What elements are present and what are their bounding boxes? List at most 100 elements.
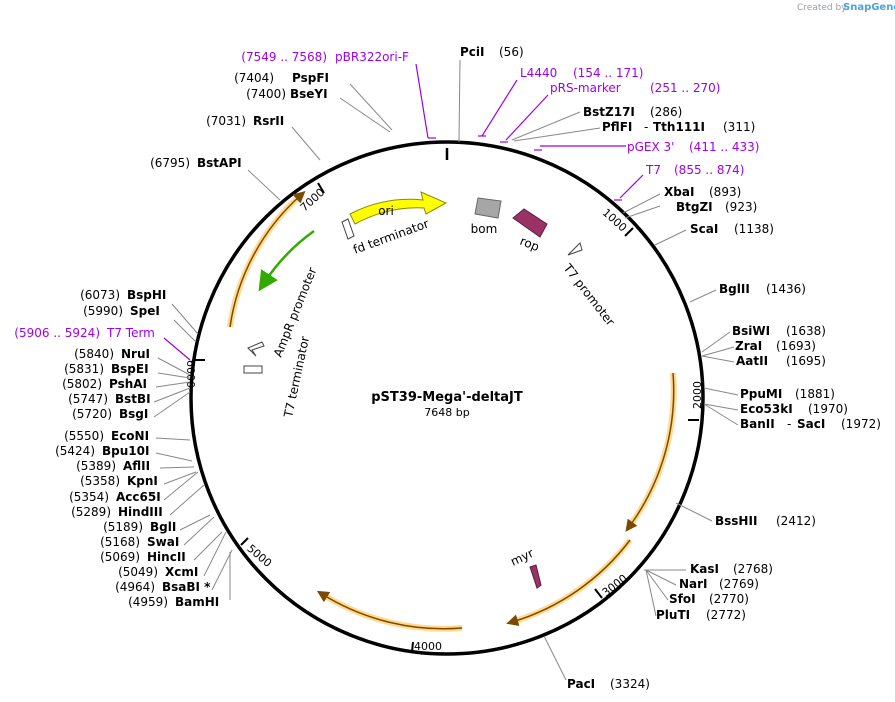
primer-prs-marker[interactable]: pRS-marker <box>550 81 621 95</box>
primer-t7[interactable]: T7 <box>645 163 661 177</box>
site-pos-scai: (1138) <box>734 222 774 236</box>
site-pflfi[interactable]: PflFI <box>602 120 632 134</box>
site-pshai[interactable]: PshAI <box>109 377 147 391</box>
site-aflii[interactable]: AflII <box>123 459 150 473</box>
site-pos-pspfi: (7404) <box>234 71 274 85</box>
t7-promoter-arrow <box>567 242 583 256</box>
site-pos-bsabi: (4964) <box>115 580 155 594</box>
site-bstbi[interactable]: BstBI <box>115 392 151 406</box>
site-eco53ki[interactable]: Eco53kI <box>740 402 793 416</box>
site-kpni[interactable]: KpnI <box>127 474 158 488</box>
snapgene-logo: SnapGene <box>843 2 895 13</box>
site-pos-pluti: (2772) <box>706 608 746 622</box>
bom-feature[interactable]: bom <box>471 197 502 236</box>
site-bspei[interactable]: BspEI <box>111 362 149 376</box>
site-bseyi[interactable]: BseYI <box>290 87 328 101</box>
sites-right: PciI (56) BstZ17I (286) PflFI - Tth111I … <box>460 45 881 691</box>
primer-l4440[interactable]: L4440 <box>520 66 557 80</box>
site-bpu10i[interactable]: Bpu10I <box>102 444 149 458</box>
primer-t7-term[interactable]: T7 Term <box>106 326 155 340</box>
primer-range-pbr322ori-f: (7549 .. 7568) <box>241 50 327 64</box>
site-pos-rsrii: (7031) <box>206 114 246 128</box>
fd-terminator-label: fd terminator <box>351 216 430 256</box>
site-ppumi[interactable]: PpuMI <box>740 387 782 401</box>
site-pos-nrui: (5840) <box>74 347 114 361</box>
primer-pbr322ori-f[interactable]: pBR322ori-F <box>335 50 409 64</box>
t7-promoter-label: T7 promoter <box>560 260 618 328</box>
site-pos-tth111i: (311) <box>723 120 755 134</box>
site-sep-banii: - <box>787 417 791 431</box>
site-pos-bstbi: (5747) <box>68 392 108 406</box>
site-bsiwi[interactable]: BsiWI <box>732 324 770 338</box>
site-xbai[interactable]: XbaI <box>664 185 694 199</box>
plasmid-name: pST39-Mega'-deltaJT <box>371 390 523 405</box>
site-kasi[interactable]: KasI <box>690 562 719 576</box>
site-pluti[interactable]: PluTI <box>656 608 690 622</box>
t7-terminator-box <box>243 365 263 374</box>
site-hincii[interactable]: HincII <box>147 550 186 564</box>
site-pos-hincii: (5069) <box>100 550 140 564</box>
site-bsphi[interactable]: BspHI <box>127 288 166 302</box>
primer-pgex-3[interactable]: pGEX 3' <box>627 140 674 154</box>
site-pos-btgzi: (923) <box>725 200 757 214</box>
plasmid-length: 7648 bp <box>424 406 469 419</box>
rop-feature[interactable]: rop <box>512 208 548 254</box>
primer-lines <box>163 63 644 361</box>
tick-4000: 4000 <box>414 640 442 653</box>
site-nari[interactable]: NarI <box>679 577 708 591</box>
site-pos-zrai: (1693) <box>776 339 816 353</box>
site-tth111i[interactable]: Tth111I <box>653 120 705 134</box>
green-arrow <box>258 229 315 292</box>
myr-feature[interactable]: myr <box>508 546 542 589</box>
site-zrai[interactable]: ZraI <box>735 339 762 353</box>
site-bsabi[interactable]: BsaBI * <box>162 580 211 594</box>
site-bstz17i[interactable]: BstZ17I <box>583 105 635 119</box>
site-bsgi[interactable]: BsgI <box>119 407 148 421</box>
site-pos-bglii: (1436) <box>766 282 806 296</box>
site-pos-saci: (1972) <box>841 417 881 431</box>
site-pos-eco53ki: (1970) <box>808 402 848 416</box>
site-bsshii[interactable]: BssHII <box>715 514 757 528</box>
site-pos-bstz17i: (286) <box>650 105 682 119</box>
ori-feature[interactable]: ori <box>349 191 448 225</box>
site-rsrii[interactable]: RsrII <box>253 114 284 128</box>
t7-promoter-feature[interactable]: T7 promoter <box>560 242 618 329</box>
site-spei[interactable]: SpeI <box>130 304 160 318</box>
site-bamhi[interactable]: BamHI <box>175 595 219 609</box>
site-acc65i[interactable]: Acc65I <box>116 490 161 504</box>
site-btgzi[interactable]: BtgZI <box>676 200 713 214</box>
site-paci[interactable]: PacI <box>567 677 595 691</box>
site-bgli[interactable]: BglI <box>150 520 176 534</box>
ampr-promoter-label: AmpR promoter <box>271 265 320 359</box>
site-sfoi[interactable]: SfoI <box>669 592 696 606</box>
site-swai[interactable]: SwaI <box>147 535 179 549</box>
site-banii[interactable]: BanII <box>740 417 775 431</box>
site-nrui[interactable]: NruI <box>121 347 150 361</box>
site-bglii[interactable]: BglII <box>719 282 750 296</box>
orf-arrow-2 <box>625 372 675 532</box>
site-pos-kasi: (2768) <box>733 562 773 576</box>
primer-range-t7: (855 .. 874) <box>674 163 744 177</box>
site-pos-spei: (5990) <box>83 304 123 318</box>
site-pcii[interactable]: PciI <box>460 45 485 59</box>
site-pos-bgli: (5189) <box>103 520 143 534</box>
site-pos-bsshii: (2412) <box>776 514 816 528</box>
site-pos-aflii: (5389) <box>76 459 116 473</box>
site-econi[interactable]: EcoNI <box>111 429 149 443</box>
myr-label: myr <box>508 546 535 569</box>
site-pos-paci: (3324) <box>610 677 650 691</box>
site-hindiii[interactable]: HindIII <box>118 505 163 519</box>
site-aatii[interactable]: AatII <box>736 354 768 368</box>
site-bstapi[interactable]: BstAPI <box>197 156 242 170</box>
primer-range-pgex-3: (411 .. 433) <box>689 140 759 154</box>
site-pspfi[interactable]: PspFI <box>292 71 329 85</box>
sites-left: (7404) PspFI (7400) BseYI (7031) RsrII (… <box>55 71 329 609</box>
site-scai[interactable]: ScaI <box>690 222 718 236</box>
primer-range-prs-marker: (251 .. 270) <box>650 81 720 95</box>
site-pos-bsiwi: (1638) <box>786 324 826 338</box>
site-xcmi[interactable]: XcmI <box>165 565 198 579</box>
site-saci[interactable]: SacI <box>797 417 825 431</box>
site-pos-bstapi: (6795) <box>150 156 190 170</box>
tick-5000: 5000 <box>244 542 274 570</box>
